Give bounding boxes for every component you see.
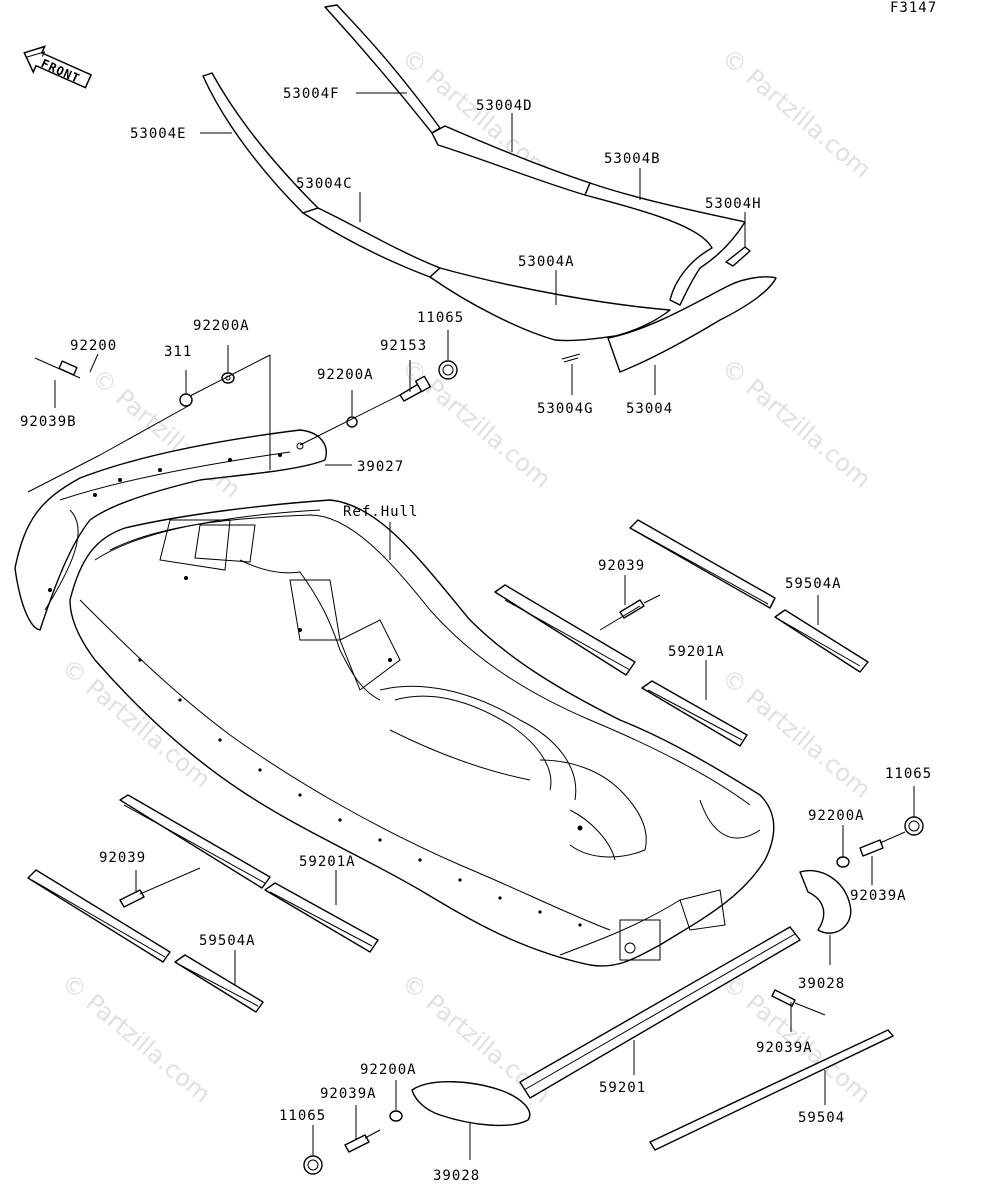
strip-59201 — [519, 926, 801, 1099]
mat-53004A — [429, 267, 671, 342]
label-11065-top: 11065 — [417, 310, 464, 326]
washer-92200A-right — [836, 856, 850, 868]
label-39028-bottom: 39028 — [433, 1168, 480, 1184]
rivet-92039A-lower — [771, 989, 796, 1007]
label-53004D: 53004D — [476, 98, 533, 114]
label-92200: 92200 — [70, 338, 117, 354]
front-arrow-icon: FRONT — [23, 45, 93, 89]
watermark: © Partzilla.com — [396, 353, 556, 493]
rivet-92039B — [34, 357, 81, 379]
label-92039A-right: 92039A — [850, 888, 907, 904]
label-59504A-upper: 59504A — [785, 576, 842, 592]
strip-59201A-lower-b — [264, 882, 379, 953]
mat-53004 — [607, 276, 777, 373]
cap-11065-right — [904, 816, 924, 836]
label-311: 311 — [164, 344, 192, 360]
hull — [69, 499, 775, 967]
label-92200A-top: 92200A — [193, 318, 250, 334]
guard-59504A-upper-a — [629, 519, 776, 609]
label-92200A-right: 92200A — [808, 808, 865, 824]
label-11065-bottom: 11065 — [279, 1108, 326, 1124]
mat-53004G — [561, 353, 581, 363]
bolt-92153 — [399, 375, 432, 402]
watermark: © Partzilla.com — [716, 43, 876, 183]
cap-11065-top — [438, 360, 458, 380]
label-59201: 59201 — [599, 1080, 646, 1096]
label-92039A-lower: 92039A — [756, 1040, 813, 1056]
seat-mat-set — [202, 4, 777, 373]
label-53004: 53004 — [626, 401, 673, 417]
front-grille-39027 — [14, 429, 327, 631]
label-39027: 39027 — [357, 459, 404, 475]
fasteners-top-left — [27, 330, 458, 493]
label-92039B: 92039B — [20, 414, 77, 430]
label-92039-lower: 92039 — [99, 850, 146, 866]
rivet-92039-lower — [119, 889, 145, 908]
cover-39028-right — [799, 870, 852, 934]
label-53004G: 53004G — [537, 401, 594, 417]
watermark: © Partzilla.com — [56, 968, 216, 1108]
guard-59504A-lower-a — [27, 869, 171, 963]
right-side-parts — [494, 519, 924, 1151]
guard-59504A-lower-b — [174, 954, 264, 1013]
nut-311 — [179, 393, 193, 407]
mat-53004C — [302, 207, 441, 278]
strip-59201A-upper-a — [494, 584, 636, 676]
label-92200A-bottom: 92200A — [360, 1062, 417, 1078]
rivet-92039A-right — [859, 839, 884, 857]
left-lower-parts — [27, 794, 531, 1175]
cap-11065-bottom — [303, 1155, 323, 1175]
label-11065-right: 11065 — [885, 766, 932, 782]
strip-59201A-lower-a — [119, 794, 271, 889]
label-53004H: 53004H — [705, 196, 762, 212]
label-92200A-mid: 92200A — [317, 367, 374, 383]
watermark: © Partzilla.com — [716, 353, 876, 493]
mat-53004B — [584, 182, 746, 306]
cover-39028-bottom — [411, 1081, 531, 1127]
label-92039A-bottom: 92039A — [320, 1086, 377, 1102]
part-labels: 53004F 53004D 53004E 53004B 53004C 53004… — [20, 86, 932, 1184]
label-53004B: 53004B — [604, 151, 661, 167]
watermark: © Partzilla.com — [716, 968, 876, 1108]
label-59504: 59504 — [798, 1110, 845, 1126]
guard-59504 — [649, 1029, 894, 1151]
label-53004C: 53004C — [296, 176, 353, 192]
label-92153: 92153 — [380, 338, 427, 354]
label-39028-right: 39028 — [798, 976, 845, 992]
guard-59504A-upper-b — [774, 609, 869, 673]
mat-53004H — [725, 246, 751, 267]
label-53004A: 53004A — [518, 254, 575, 270]
label-59504A-lower: 59504A — [199, 933, 256, 949]
strip-59201A-upper-b — [641, 680, 748, 747]
label-59201A-upper: 59201A — [668, 644, 725, 660]
rivet-92039A-bottom — [344, 1134, 370, 1153]
label-92039-upper: 92039 — [598, 558, 645, 574]
washer-92200A-bottom — [389, 1110, 403, 1122]
label-ref-hull: Ref.Hull — [343, 504, 418, 520]
label-53004E: 53004E — [130, 126, 187, 142]
label-59201A-lower: 59201A — [299, 854, 356, 870]
seat-mat-leaders — [200, 92, 746, 395]
figure-code: F3147 — [890, 0, 937, 16]
label-53004F: 53004F — [283, 86, 340, 102]
